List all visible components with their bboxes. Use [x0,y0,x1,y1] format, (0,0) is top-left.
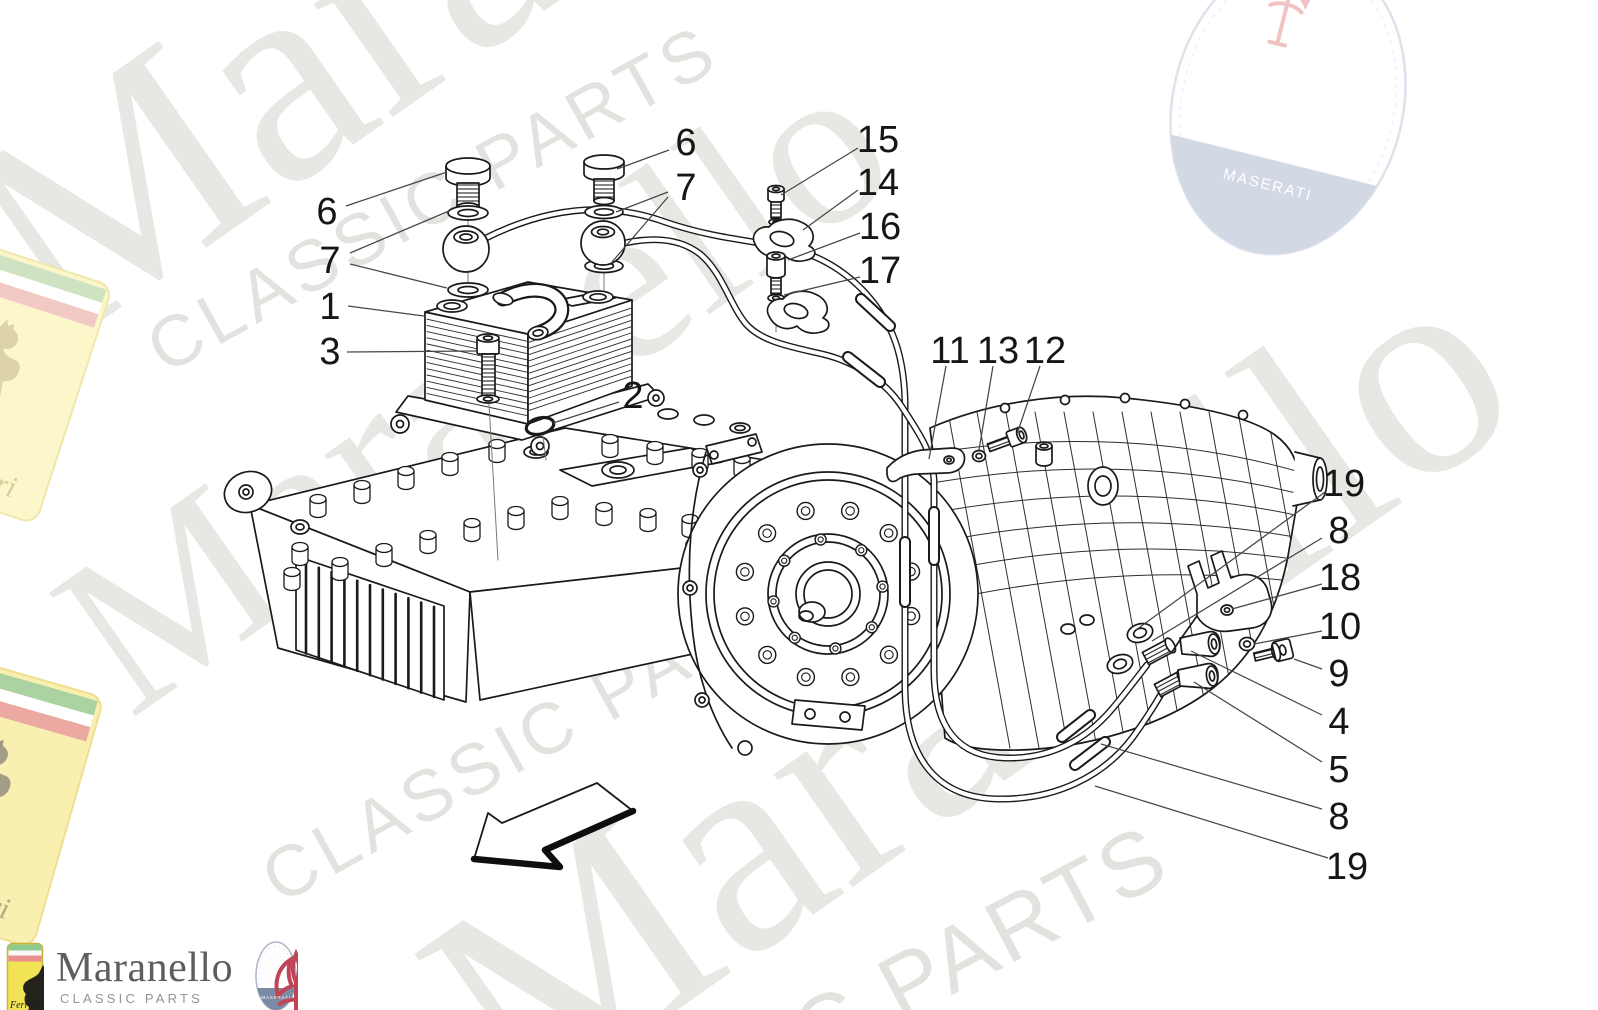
callout-leader-line [615,191,669,213]
banjo-bolt-stacks [442,154,626,461]
bolt-3-drawing [476,333,500,561]
callout-leader-line [1190,650,1323,716]
callout-leader-line [611,196,669,263]
callout-number-3: 3 [319,331,340,373]
callout-leader-line [802,189,859,231]
oil-pipes-drawing [482,206,1167,803]
ferrari-shield-watermark-bottom: Ferrari [0,657,102,946]
callout-leader-line [1100,743,1323,810]
direction-arrow [470,782,637,871]
bracket-18-drawing [1171,550,1273,653]
callout-number-6: 6 [316,191,337,233]
flywheel-bolts [735,501,921,687]
callout-number-2: 2 [622,375,643,417]
callout-number-11: 11 [930,330,969,372]
pipe-bracket-drawing [886,426,1028,483]
ferrari-shield-logo: Ferrari [6,942,71,1010]
callout-leader-line [1135,491,1326,631]
callout-number-18: 18 [1319,557,1361,599]
callout-leader-line [1231,583,1323,610]
callout-leader-line [347,305,425,317]
callout-number-10: 10 [1319,606,1361,648]
callout-leader-line [345,171,448,207]
bolt-15-drawing [767,184,785,219]
callout-number-9: 9 [1328,653,1349,695]
maserati-badge-logo: MASERATI [254,940,318,1010]
callout-number-7: 7 [319,240,340,282]
callout-leader-line [787,232,861,261]
callout-leader-line [928,365,947,460]
callout-number-19: 19 [1326,846,1368,888]
pipe-clamp-parts [752,184,830,335]
callout-leader-line [349,210,450,254]
union-fittings-drawing [1141,550,1295,698]
callout-number-4: 4 [1328,701,1349,743]
callout-leader-line [346,350,477,353]
callout-number-5: 5 [1328,749,1349,791]
callout-number-8: 8 [1328,510,1349,552]
callout-number-16: 16 [859,206,901,248]
callout-leader-line [1016,365,1041,435]
footer-brand-name: Maranello [56,945,234,991]
callout-number-15: 15 [857,119,899,161]
callout-leader-line [349,263,448,289]
callout-leader-line [616,149,670,170]
callout-number-19: 19 [1323,463,1365,505]
callout-number-6: 6 [675,122,696,164]
bolt-9-drawing [1252,637,1295,663]
callout-number-17: 17 [859,250,901,292]
callout-leader-line [978,365,994,451]
bolt-12-drawing [986,426,1028,453]
pipe-sleeves [842,293,1111,771]
footer-tagline: CLASSIC PARTS [60,991,203,1006]
callout-number-8: 8 [1328,796,1349,838]
callout-leader-line [780,147,859,196]
footer-logo: Ferrari Maranello CLASSIC PARTS MASERATI [0,938,520,1010]
callout-leader-line [783,276,861,296]
callout-leader-line [1151,537,1323,642]
callout-number-12: 12 [1024,330,1066,372]
ferrari-shield-watermark-top: Ferrari [0,242,111,522]
callout-leader-line [1293,658,1323,670]
ferrari-logo-text: Ferrari [9,1000,40,1010]
maserati-logo-text: MASERATI [261,995,291,1000]
clamp-lower-drawing [766,290,830,335]
callout-number-7: 7 [675,167,696,209]
callout-leader-line [1094,785,1329,859]
callout-leader-line [1253,630,1323,645]
callout-number-1: 1 [319,286,340,328]
callout-leader-line [1193,681,1323,763]
technical-drawing [223,154,1328,871]
callout-leader-line [552,401,620,424]
callout-number-13: 13 [977,330,1019,372]
callout-number-14: 14 [857,162,899,204]
